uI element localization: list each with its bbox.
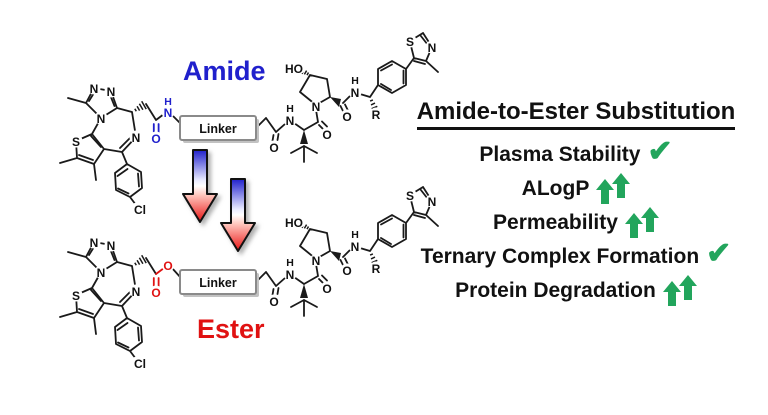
atom-label-n: N xyxy=(312,100,321,114)
panel-heading: Amide-to-Ester Substitution xyxy=(416,98,736,130)
ester-protac-structure: Linker N N N N S Cl O O O N H O N HO O N… xyxy=(59,186,439,371)
atom-label-s: S xyxy=(406,35,414,49)
atom-label-r: R xyxy=(372,108,381,122)
double-up-arrow-icon xyxy=(662,275,697,306)
double-up-arrow-icon xyxy=(596,173,631,204)
panel-item-label: Ternary Complex Formation xyxy=(420,244,700,268)
atom-label-n: N xyxy=(107,85,116,99)
atom-label-o: O xyxy=(151,132,160,146)
atom-label-s: S xyxy=(406,189,414,203)
linker-box: Linker xyxy=(179,269,259,297)
panel-item-permeability: Permeability xyxy=(388,207,764,238)
atom-label-n: N xyxy=(164,106,173,120)
panel-item-label: Plasma Stability xyxy=(479,142,641,166)
bond-lines xyxy=(59,32,439,206)
atom-label-n: N xyxy=(97,266,106,280)
panel-items: Plasma Stability ✔ ALogP Permeability Te… xyxy=(388,136,764,306)
atom-label-n: N xyxy=(351,86,360,100)
atom-label-o: O xyxy=(322,282,331,296)
atom-labels: N N N N S Cl O O O N H O N HO O N H R S … xyxy=(69,188,439,371)
checkmark-icon: ✔ xyxy=(706,236,732,270)
atom-label-n: N xyxy=(132,285,141,299)
panel-item-ternary-complex: Ternary Complex Formation ✔ xyxy=(388,238,764,270)
atom-label-n: N xyxy=(312,254,321,268)
atom-label-o: O xyxy=(342,110,351,124)
atom-label-o: O xyxy=(269,295,278,309)
ester-title: Ester xyxy=(197,314,265,344)
atom-label-o: O xyxy=(322,128,331,142)
double-up-arrow-icon xyxy=(624,207,659,238)
atom-label-ho: HO xyxy=(285,216,303,230)
atom-label-o: O xyxy=(151,286,160,300)
atom-label-h: H xyxy=(351,229,359,241)
amide-title: Amide xyxy=(183,56,266,86)
panel-item-label: ALogP xyxy=(521,176,590,200)
atom-label-h: H xyxy=(164,96,172,108)
checkmark-icon: ✔ xyxy=(647,134,673,168)
atom-label-s: S xyxy=(72,289,80,303)
atom-label-n: N xyxy=(132,131,141,145)
linker-box: Linker xyxy=(179,115,259,143)
atom-label-h: H xyxy=(286,103,294,115)
amide-protac-structure: Linker N N N N S Cl O N H O N H O N HO O… xyxy=(59,32,439,217)
atom-labels: N N N N S Cl O N H O N H O N HO O N H R … xyxy=(69,34,439,217)
atom-label-n: N xyxy=(107,239,116,253)
panel-item-protein-degradation: Protein Degradation xyxy=(388,275,764,306)
panel-item-alogp: ALogP xyxy=(388,173,764,204)
panel-item-plasma-stability: Plasma Stability ✔ xyxy=(388,136,764,168)
atom-label-o: O xyxy=(163,259,172,273)
atom-label-n: N xyxy=(286,114,295,128)
benefits-panel: Amide-to-Ester Substitution Plasma Stabi… xyxy=(388,98,764,306)
transformation-arrows-icon xyxy=(182,149,256,252)
atom-label-n: N xyxy=(90,236,99,250)
atom-label-n: N xyxy=(90,82,99,96)
panel-item-label: Permeability xyxy=(493,210,618,234)
atom-label-n: N xyxy=(97,112,106,126)
atom-label-ho: HO xyxy=(285,62,303,76)
atom-label-o: O xyxy=(269,141,278,155)
panel-item-label: Protein Degradation xyxy=(455,278,656,302)
atom-label-h: H xyxy=(286,257,294,269)
atom-label-n: N xyxy=(351,240,360,254)
atom-label-o: O xyxy=(342,264,351,278)
atom-label-n: N xyxy=(286,268,295,282)
atom-label-n: N xyxy=(428,195,437,209)
atom-label-r: R xyxy=(372,262,381,276)
atom-label-cl: Cl xyxy=(134,203,146,217)
atom-label-n: N xyxy=(428,41,437,55)
linker-label: Linker xyxy=(199,122,237,136)
atom-label-cl: Cl xyxy=(134,357,146,371)
atom-label-s: S xyxy=(72,135,80,149)
atom-label-h: H xyxy=(351,75,359,87)
linker-label: Linker xyxy=(199,276,237,290)
